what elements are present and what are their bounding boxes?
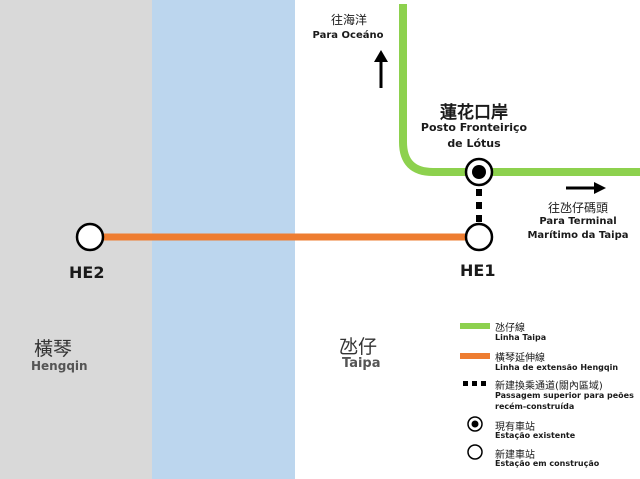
station-he1-label: HE1 xyxy=(460,261,496,280)
legend-taipa-line-zh: 氹仔線 xyxy=(495,323,525,334)
legend-symbols xyxy=(460,323,490,460)
legend-existing-station-zh: 現有車站 xyxy=(495,422,535,433)
station-lotus xyxy=(464,157,494,187)
legend-passage-pt-line2: recém-construída xyxy=(495,402,575,411)
terminal-direction-pt-line2: Marítimo da Taipa xyxy=(527,230,629,241)
legend-new-station-pt: Estação em construção xyxy=(495,459,600,468)
ocean-direction-pt: Para Oceáno xyxy=(312,30,384,41)
lotus-station-name-zh: 蓮花口岸 xyxy=(440,103,508,123)
legend-taipa-line-pt: Linha Taipa xyxy=(495,333,547,342)
ocean-direction-zh: 往海洋 xyxy=(330,13,368,27)
hengqin-name-zh: 橫琴 xyxy=(34,338,73,360)
terminal-direction-zh: 往氹仔碼頭 xyxy=(547,201,609,215)
legend-hengqin-line-pt: Linha de extensão Hengqin xyxy=(495,363,619,372)
up-arrow-icon xyxy=(374,50,388,88)
taipa-name-pt: Taipa xyxy=(342,356,381,371)
hengqin-name-pt: Hengqin xyxy=(31,359,88,373)
transfer-passage xyxy=(476,189,482,222)
right-arrow-icon xyxy=(566,182,606,194)
lotus-station-name-pt-line2: de Lótus xyxy=(447,137,501,150)
taipa-name-zh: 氹仔 xyxy=(339,336,378,358)
terminal-direction-pt-line1: Para Terminal xyxy=(539,216,617,227)
lotus-station-name-pt-line1: Posto Fronteiriço xyxy=(420,121,528,134)
legend-existing-station-pt: Estação existente xyxy=(495,431,576,440)
legend-passage-pt-line1: Passagem superior para peões xyxy=(495,391,634,400)
station-he2 xyxy=(75,222,105,252)
legend-hengqin-line-zh: 橫琴延伸線 xyxy=(495,353,545,364)
station-he1 xyxy=(464,222,494,252)
legend-new-station-zh: 新建車站 xyxy=(495,450,535,461)
legend-passage-zh: 新建換乘通道(關內區域) xyxy=(495,381,603,392)
station-he2-label: HE2 xyxy=(69,263,105,282)
taipa-line xyxy=(399,4,640,176)
